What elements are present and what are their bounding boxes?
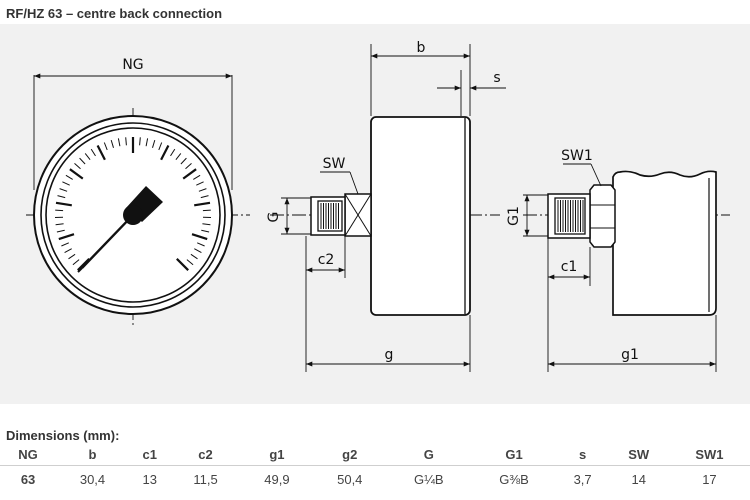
dimension-value-cell: 50,4: [337, 471, 363, 487]
dimension-header-cell: g1: [240, 443, 314, 466]
scale-tick: [160, 144, 170, 161]
page-title: RF/HZ 63 – centre back connection: [6, 6, 223, 21]
sw-label: SW: [323, 156, 346, 172]
scale-tick: [69, 168, 84, 180]
scale-tick: [196, 181, 204, 186]
scale-tick: [186, 259, 194, 266]
dimension-value-cell: 3,7: [573, 471, 592, 487]
scale-tick: [79, 157, 86, 165]
gauge-front-view: [26, 73, 250, 325]
scale-tick: [59, 188, 68, 192]
scale-tick: [197, 242, 205, 247]
g-length-label: g: [385, 347, 394, 363]
scale-tick: [185, 163, 192, 170]
dimension-value-cell: 30,4: [79, 471, 106, 487]
scale-tick: [55, 201, 72, 207]
dimension-value-cell: 13: [142, 471, 157, 487]
scale-tick: [180, 157, 187, 165]
gauge-side-view: [270, 44, 506, 372]
dimension-header-cell: c2: [170, 443, 241, 466]
dimension-header-cell: G: [386, 443, 472, 466]
scale-tick: [194, 201, 211, 207]
technical-drawing: NG b s: [0, 24, 750, 404]
g-thread-label: G: [266, 212, 282, 223]
dimension-header-cell: G1: [471, 443, 557, 466]
scale-tick: [117, 138, 121, 147]
scale-tick: [103, 142, 108, 151]
g1-length-label: g1: [621, 347, 639, 363]
scale-tick: [198, 188, 207, 192]
b-label: b: [417, 40, 426, 56]
scale-tick: [84, 153, 91, 161]
scale-tick: [176, 258, 189, 271]
c1-label: c1: [561, 259, 578, 275]
scale-tick: [74, 163, 81, 170]
scale-tick: [68, 253, 76, 260]
ng-label: NG: [122, 57, 143, 73]
dimension-header-cell: SW1: [668, 443, 750, 466]
dimension-value-cell: G⅜B: [499, 471, 529, 487]
scale-tick: [65, 174, 73, 180]
scale-tick: [56, 229, 65, 233]
dimension-value-cell: 14: [631, 471, 646, 487]
c2-label: c2: [318, 252, 335, 268]
dimension-value-cell: 49,9: [264, 471, 290, 487]
scale-tick: [58, 233, 75, 241]
scale-tick: [193, 174, 201, 180]
sw1-label: SW1: [561, 148, 593, 164]
scale-ticks: [54, 137, 212, 271]
dimension-value-cell: G¼B: [413, 471, 444, 487]
scale-tick: [152, 139, 156, 148]
gauge-detail-view: [523, 163, 730, 372]
scale-tick: [175, 153, 182, 161]
scale-tick: [202, 209, 211, 212]
scale-tick: [202, 223, 211, 226]
scale-tick: [145, 138, 149, 147]
dimension-header-cell: g2: [313, 443, 387, 466]
drawing-svg: NG b s: [26, 40, 730, 372]
scale-tick: [72, 259, 80, 266]
dimension-header-cell: s: [556, 443, 609, 466]
scale-tick: [201, 229, 210, 233]
scale-tick: [57, 195, 66, 199]
dimensions-body: 63 30,4 13 11,5 49,9 50,4 G¼B G⅜B 3,7 14 17: [0, 466, 750, 493]
scale-tick: [139, 137, 141, 146]
dimension-value-cell: 63: [20, 471, 36, 487]
s-label: s: [493, 70, 500, 86]
scale-tick: [61, 242, 69, 247]
dimension-value-cell: 17: [702, 471, 717, 487]
scale-tick: [96, 144, 106, 161]
dimensions-title: Dimensions (mm):: [6, 428, 120, 443]
dimension-value-cell: 11,5: [193, 471, 218, 487]
table-row: 63 30,4 13 11,5 49,9 50,4 G¼B G⅜B 3,7 14 17: [0, 466, 750, 493]
g1-thread-label: G1: [506, 206, 522, 226]
scale-tick: [110, 139, 114, 148]
dimension-header-cell: NG: [0, 443, 57, 466]
scale-tick: [190, 253, 198, 260]
dimension-header-cell: SW: [608, 443, 669, 466]
scale-tick: [90, 148, 96, 157]
scale-tick: [158, 142, 163, 151]
dimension-header-cell: c1: [128, 443, 171, 466]
scale-tick: [191, 233, 208, 241]
scale-tick: [194, 248, 202, 254]
scale-tick: [170, 148, 176, 157]
dimension-header-cell: b: [56, 443, 129, 466]
scale-tick: [64, 248, 72, 254]
scale-tick: [125, 137, 127, 146]
scale-tick: [55, 223, 64, 226]
scale-tick: [200, 195, 209, 199]
scale-tick: [55, 209, 64, 212]
scale-tick: [77, 258, 90, 271]
scale-tick: [182, 168, 197, 180]
scale-tick: [62, 181, 70, 186]
